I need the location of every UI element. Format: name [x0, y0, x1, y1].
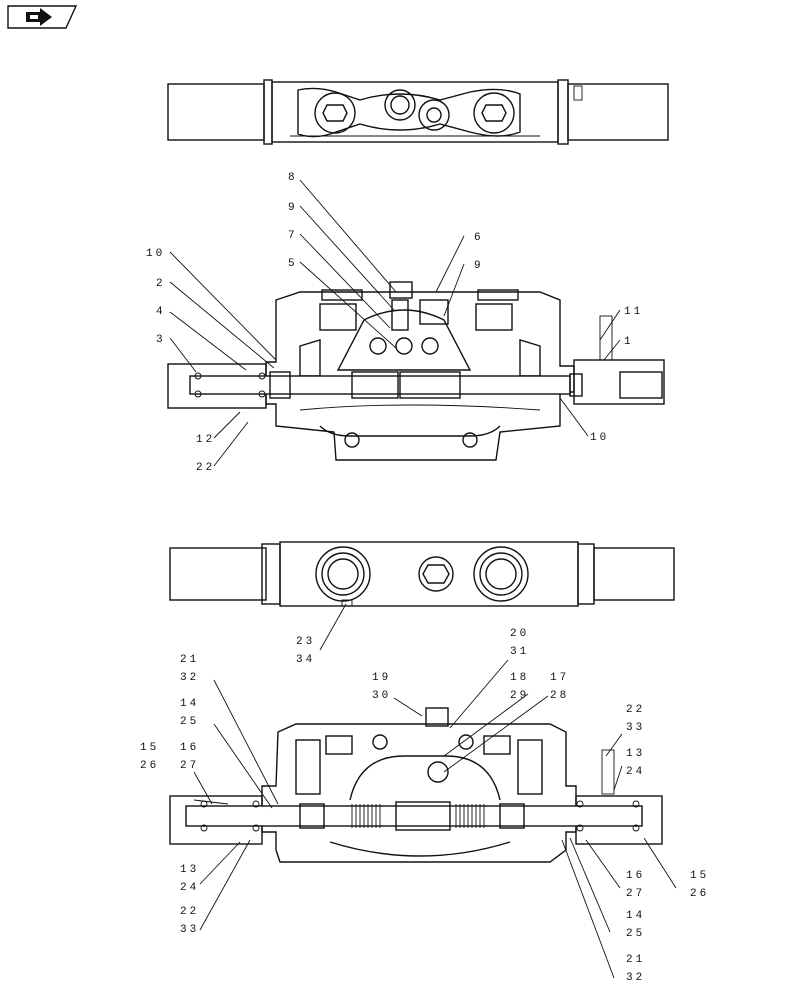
callout-15: 15 — [140, 742, 159, 754]
callout-27: 27 — [626, 888, 645, 900]
callout-30: 30 — [372, 690, 391, 702]
callout-16: 16 — [180, 742, 199, 754]
section-view-4 — [169, 707, 663, 863]
callout-29: 29 — [510, 690, 529, 702]
forward-arrow-icon — [26, 8, 52, 26]
callout-22: 22 — [180, 906, 199, 918]
callout-15: 15 — [690, 870, 709, 882]
callout-5: 5 — [288, 258, 298, 270]
callout-13: 13 — [180, 864, 199, 876]
callout-9: 9 — [288, 202, 298, 214]
callout-12: 12 — [196, 434, 215, 446]
callout-3: 3 — [156, 334, 166, 346]
callout-7: 7 — [288, 230, 298, 242]
callout-9: 9 — [474, 260, 484, 272]
callout-31: 31 — [510, 646, 529, 658]
callout-33: 33 — [626, 722, 645, 734]
leader-lines — [169, 179, 677, 979]
callout-23: 23 — [296, 636, 315, 648]
callout-26: 26 — [690, 888, 709, 900]
callout-14: 14 — [626, 910, 645, 922]
callout-32: 32 — [180, 672, 199, 684]
callout-10: 10 — [146, 248, 165, 260]
callout-labels: 8 9 7 5 6 9 10 2 4 3 11 1 12 22 10 23 34… — [140, 172, 709, 984]
callout-2: 2 — [156, 278, 166, 290]
callout-4: 4 — [156, 306, 166, 318]
callout-14: 14 — [180, 698, 199, 710]
callout-13: 13 — [626, 748, 645, 760]
callout-22: 22 — [626, 704, 645, 716]
callout-33: 33 — [180, 924, 199, 936]
callout-21: 21 — [180, 654, 199, 666]
top-view-3 — [169, 541, 675, 607]
callout-18: 18 — [510, 672, 529, 684]
callout-34: 34 — [296, 654, 315, 666]
callout-21: 21 — [626, 954, 645, 966]
callout-28: 28 — [550, 690, 569, 702]
callout-27: 27 — [180, 760, 199, 772]
spool-grooves — [351, 804, 485, 828]
callout-24: 24 — [180, 882, 199, 894]
callout-17: 17 — [550, 672, 569, 684]
callout-19: 19 — [372, 672, 391, 684]
callout-10: 10 — [590, 432, 609, 444]
callout-25: 25 — [180, 716, 199, 728]
callout-26: 26 — [140, 760, 159, 772]
callout-20: 20 — [510, 628, 529, 640]
top-view-1 — [167, 79, 669, 145]
next-page-button[interactable] — [7, 5, 78, 29]
callout-1: 1 — [624, 336, 634, 348]
callout-22: 22 — [196, 462, 215, 474]
callout-25: 25 — [626, 928, 645, 940]
callout-24: 24 — [626, 766, 645, 778]
callout-16: 16 — [626, 870, 645, 882]
callout-8: 8 — [288, 172, 298, 184]
callout-11: 11 — [624, 306, 643, 318]
callout-6: 6 — [474, 232, 484, 244]
callout-32: 32 — [626, 972, 645, 984]
